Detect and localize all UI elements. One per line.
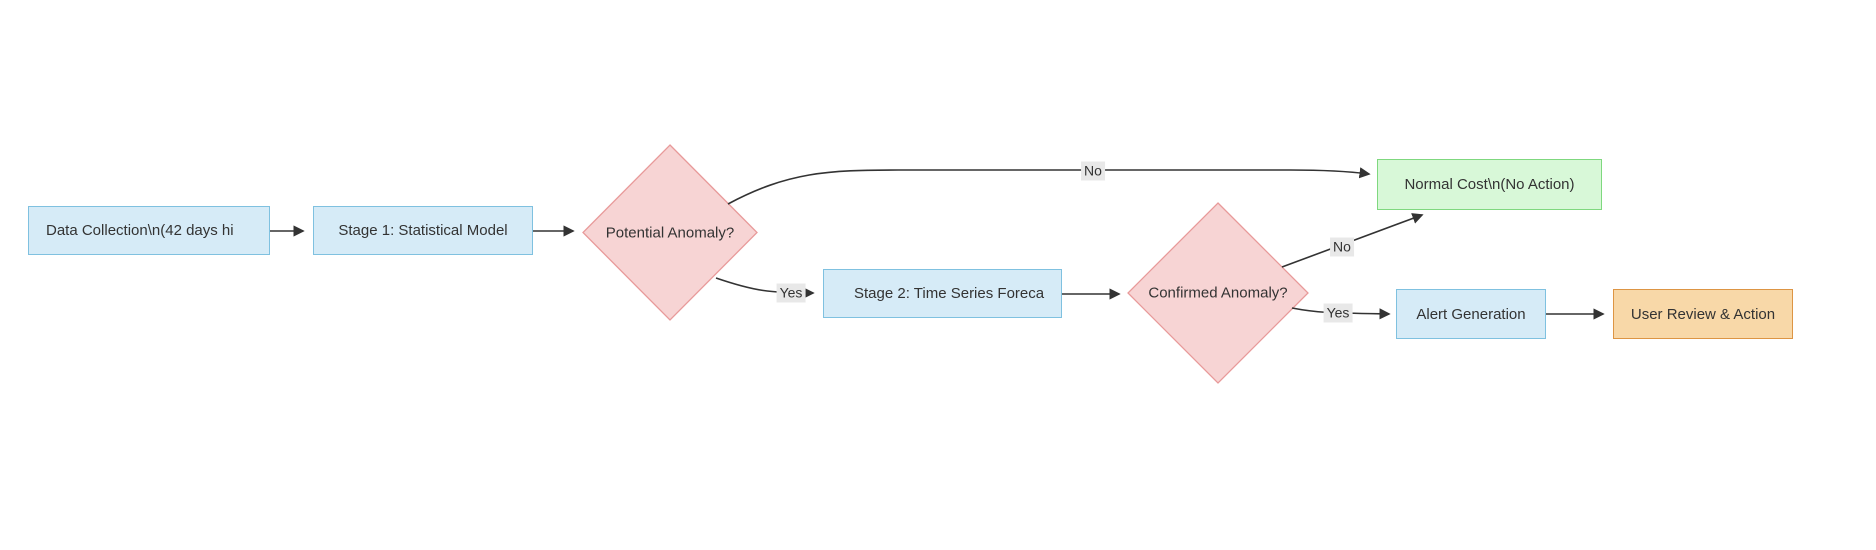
edge-label-potential-no: No (1081, 161, 1105, 181)
node-normal-cost-label: Normal Cost\n(No Action) (1404, 176, 1575, 193)
node-user-review-label: User Review & Action (1630, 305, 1776, 323)
edge-label-potential-yes: Yes (776, 283, 806, 303)
node-stage1-statistical-model: Stage 1: Statistical Model (313, 206, 533, 255)
decision-confirmed-anomaly-shape (1127, 202, 1309, 384)
node-stage1-label: Stage 1: Statistical Model (338, 222, 508, 239)
edge-potential-anomaly-no-to-normal-cost (727, 167, 1371, 205)
decision-confirmed-anomaly-label: Confirmed Anomaly? (1148, 284, 1288, 302)
edge-label-confirmed-yes: Yes (1323, 303, 1353, 323)
decision-potential-anomaly-label: Potential Anomaly? (605, 224, 735, 242)
node-user-review-action: User Review & Action (1613, 289, 1793, 339)
node-data-collection-label: Data Collection\n(42 days hi (46, 222, 234, 239)
node-alert-generation-label: Alert Generation (1416, 305, 1526, 323)
node-alert-generation: Alert Generation (1396, 289, 1546, 339)
node-normal-cost-no-action: Normal Cost\n(No Action) (1377, 159, 1602, 210)
edge-label-confirmed-no: No (1330, 237, 1354, 257)
node-stage2-label: Stage 2: Time Series Foreca (854, 285, 1045, 302)
node-data-collection: Data Collection\n(42 days hi (28, 206, 270, 255)
node-stage2-time-series-forecast: Stage 2: Time Series Foreca (823, 269, 1062, 318)
